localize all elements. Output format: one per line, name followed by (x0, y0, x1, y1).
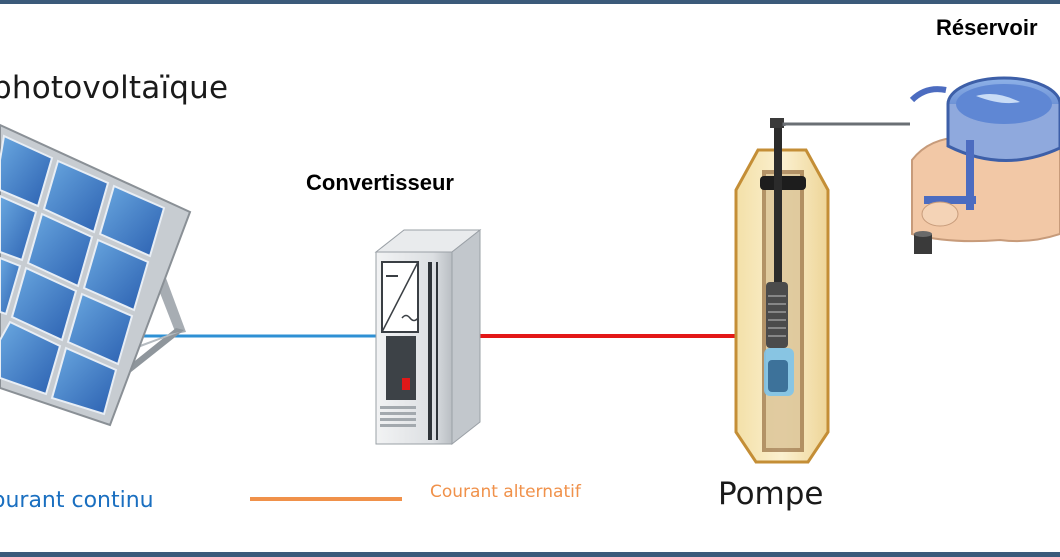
converter-cabinet (374, 228, 482, 446)
reservoir-tank (909, 76, 1060, 290)
solar-panel (0, 123, 192, 427)
pump-well (734, 118, 912, 464)
top-border (0, 0, 1060, 4)
reservoir-label: Réservoir (936, 15, 1038, 40)
pump-label: Pompe (718, 476, 824, 512)
converter-label: Convertisseur (306, 170, 454, 195)
dc-current-label: ourant continu (0, 488, 154, 513)
photovoltaic-label: photovoltaïque (0, 70, 229, 106)
bottom-border (0, 552, 1060, 557)
ac-current-label: Courant alternatif (430, 482, 581, 502)
